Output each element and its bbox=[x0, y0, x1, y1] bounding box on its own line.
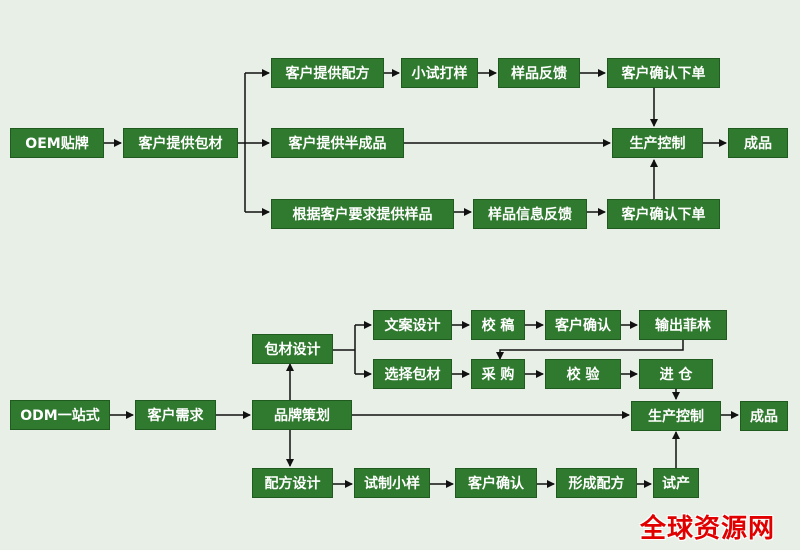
node-brand-planning: 品牌策划 bbox=[252, 400, 352, 430]
node-client-demand: 客户需求 bbox=[135, 400, 216, 430]
node-sample-feedback: 样品反馈 bbox=[498, 58, 580, 88]
node-formula-design: 配方设计 bbox=[252, 468, 333, 498]
edge-film-to-purchase bbox=[496, 340, 684, 360]
node-packaging-design: 包材设计 bbox=[252, 334, 333, 364]
node-sample-info-feedback: 样品信息反馈 bbox=[473, 199, 587, 229]
node-client-formula: 客户提供配方 bbox=[271, 58, 384, 88]
node-copy-design: 文案设计 bbox=[373, 310, 452, 340]
node-finished-oem: 成品 bbox=[728, 128, 788, 158]
node-production-control-odm: 生产控制 bbox=[631, 401, 721, 431]
node-confirm-order-2: 客户确认下单 bbox=[607, 199, 720, 229]
node-output-film: 输出菲林 bbox=[639, 310, 727, 340]
node-client-packaging: 客户提供包材 bbox=[123, 128, 238, 158]
node-choose-packaging: 选择包材 bbox=[373, 359, 452, 389]
node-oem-start: OEM贴牌 bbox=[10, 128, 104, 158]
node-small-trial: 小试打样 bbox=[401, 58, 478, 88]
node-purchase: 采 购 bbox=[471, 359, 525, 389]
node-client-semi: 客户提供半成品 bbox=[271, 128, 404, 158]
node-client-confirm-1: 客户确认 bbox=[545, 310, 621, 340]
node-proofread: 校 稿 bbox=[471, 310, 525, 340]
node-production-control-oem: 生产控制 bbox=[612, 128, 703, 158]
node-stock-in: 进 仓 bbox=[639, 359, 713, 389]
node-client-confirm-2: 客户确认 bbox=[455, 468, 537, 498]
node-odm-start: ODM一站式 bbox=[10, 400, 110, 430]
watermark-logo: 全球资源网 bbox=[640, 514, 776, 544]
node-inspect: 校 验 bbox=[545, 359, 621, 389]
node-trial-sample: 试制小样 bbox=[354, 468, 430, 498]
node-form-formula: 形成配方 bbox=[556, 468, 637, 498]
node-custom-sample: 根据客户要求提供样品 bbox=[271, 199, 454, 229]
node-confirm-order-1: 客户确认下单 bbox=[607, 58, 720, 88]
node-finished-odm: 成品 bbox=[740, 401, 788, 431]
node-trial-production: 试产 bbox=[653, 468, 699, 498]
